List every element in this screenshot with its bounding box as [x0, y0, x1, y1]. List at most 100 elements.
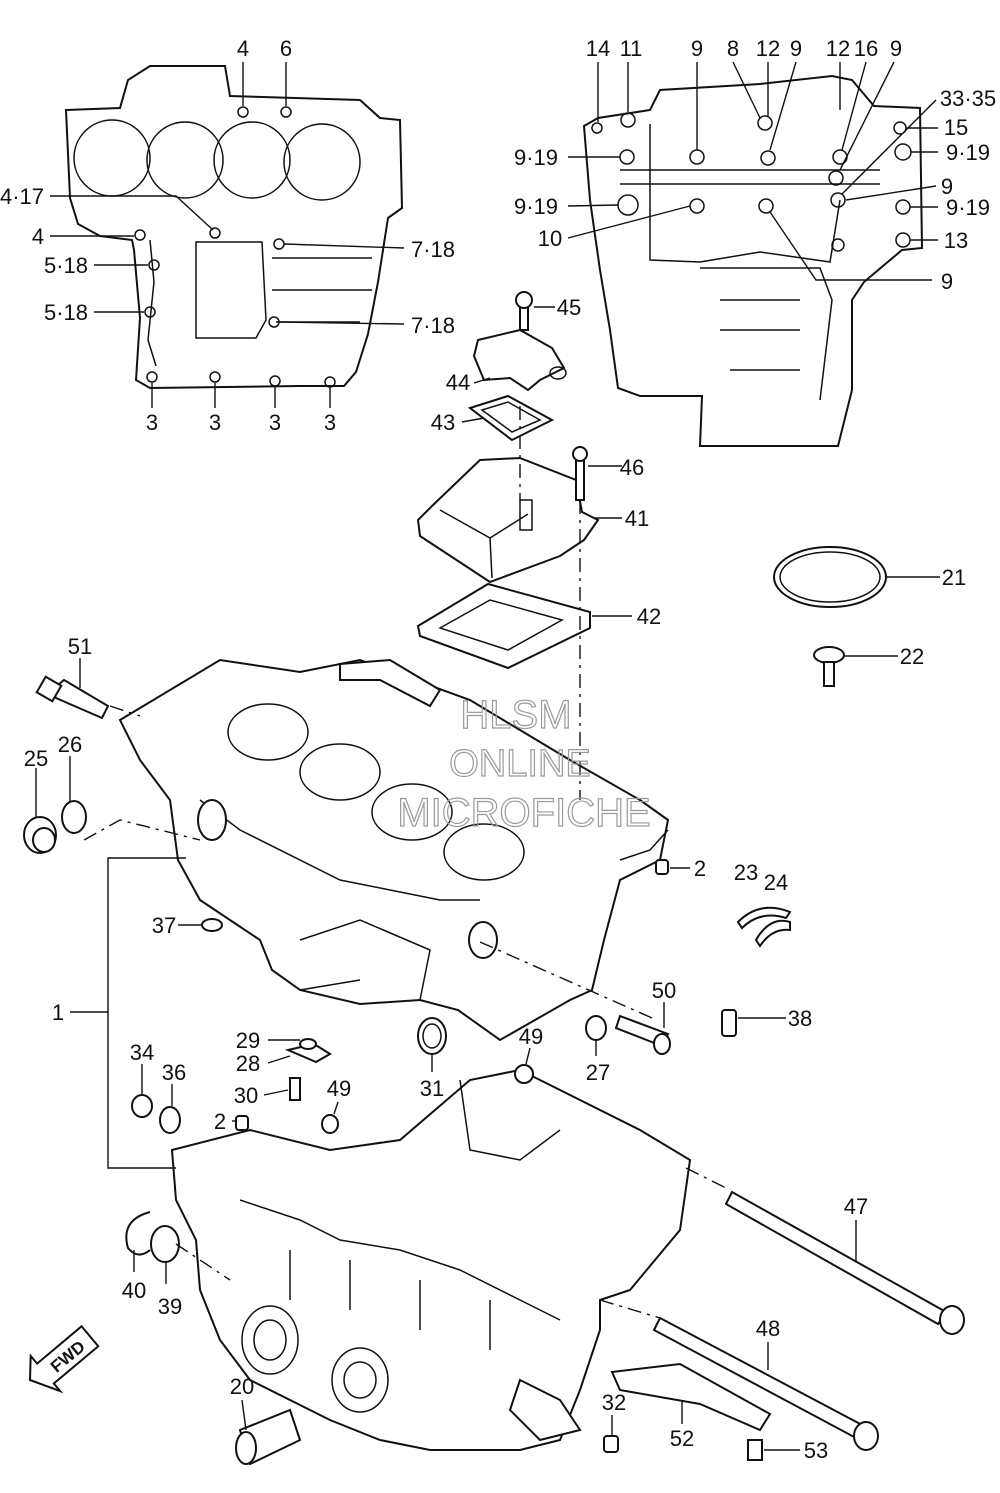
callout-23: 23 — [734, 860, 758, 885]
callout-8: 8 — [727, 36, 739, 61]
callout-43: 43 — [431, 410, 455, 435]
washer-49b — [321, 1114, 339, 1134]
crankcase-top-view — [64, 65, 404, 390]
callout-29: 29 — [236, 1028, 260, 1053]
callout-9: 9 — [941, 174, 953, 199]
crankcase-bottom-view — [582, 74, 924, 447]
callout-50: 50 — [652, 978, 676, 1003]
callout-44: 44 — [446, 370, 470, 395]
dowel-32 — [603, 1435, 619, 1453]
callout-9: 9 — [691, 36, 703, 61]
callout-7-18: 7·18 — [411, 313, 455, 338]
callout-20: 20 — [230, 1374, 254, 1399]
o-ring-26 — [61, 800, 87, 834]
callout-36: 36 — [162, 1060, 186, 1085]
callout-6: 6 — [280, 36, 292, 61]
callout-41: 41 — [625, 506, 649, 531]
callout-31: 31 — [420, 1076, 444, 1101]
breather-cover-group — [416, 291, 600, 670]
callout-53: 53 — [804, 1438, 828, 1463]
callout-27: 27 — [586, 1060, 610, 1085]
callout-labels: 4 6 4·17 4 5·18 5·18 7·18 7·18 3 3 3 3 1… — [0, 36, 996, 1463]
callout-38: 38 — [788, 1006, 812, 1031]
loose-parts — [23, 675, 965, 1466]
fwd-direction-badge: FWD — [28, 1324, 100, 1394]
callout-3: 3 — [209, 410, 221, 435]
seal-39 — [150, 1225, 180, 1263]
o-ring-37 — [201, 918, 223, 932]
callout-25: 25 — [24, 746, 48, 771]
callout-11: 11 — [620, 36, 643, 61]
callout-9-19: 9·19 — [514, 145, 558, 170]
callout-4: 4 — [237, 36, 249, 61]
callout-10: 10 — [538, 226, 562, 251]
watermark-line1: HLSM — [460, 693, 571, 737]
callout-9: 9 — [941, 269, 953, 294]
callout-49: 49 — [327, 1076, 351, 1101]
callout-22: 22 — [900, 644, 924, 669]
breather-cover-41 — [416, 456, 600, 584]
callout-9: 9 — [790, 36, 802, 61]
o-ring-21 — [773, 546, 887, 608]
callout-3: 3 — [269, 410, 281, 435]
callout-3: 3 — [146, 410, 158, 435]
plate-52 — [610, 1362, 772, 1432]
alignment-lines — [83, 406, 731, 1319]
callout-48: 48 — [756, 1316, 780, 1341]
o-ring-29 — [299, 1038, 317, 1050]
watermark-line2: ONLINE — [449, 743, 590, 785]
callout-13: 13 — [944, 228, 968, 253]
callout-39: 39 — [158, 1294, 182, 1319]
callout-24: 24 — [764, 870, 788, 895]
callout-5-18: 5·18 — [44, 300, 88, 325]
callout-2: 2 — [214, 1109, 226, 1134]
callout-12: 12 — [826, 36, 850, 61]
callout-9-19: 9·19 — [946, 195, 990, 220]
callout-9: 9 — [890, 36, 902, 61]
dowel-27 — [585, 1015, 607, 1041]
callout-5-18: 5·18 — [44, 253, 88, 278]
callout-26: 26 — [58, 732, 82, 757]
leader-lines — [35, 61, 940, 1451]
callout-33-35: 33·35 — [940, 86, 996, 111]
shim-23 — [736, 906, 792, 930]
callout-28: 28 — [236, 1051, 260, 1076]
callout-15: 15 — [944, 115, 968, 140]
bolt-30 — [289, 1077, 301, 1101]
callout-32: 32 — [602, 1390, 626, 1415]
callout-16: 16 — [854, 36, 878, 61]
callout-1: 1 — [52, 1000, 64, 1025]
o-ring-36 — [159, 1106, 181, 1134]
bolt-46 — [575, 455, 585, 501]
plug-34 — [131, 1094, 153, 1118]
fitting-38 — [721, 1009, 737, 1037]
washer-49a — [514, 1064, 534, 1084]
bolt-47 — [724, 1190, 948, 1326]
callout-51: 51 — [68, 634, 92, 659]
callout-21: 21 — [942, 565, 966, 590]
shim-24 — [754, 919, 791, 948]
callout-2: 2 — [694, 856, 706, 881]
callout-45: 45 — [557, 295, 581, 320]
callout-49: 49 — [519, 1024, 543, 1049]
callout-9-19: 9·19 — [946, 140, 990, 165]
callout-12: 12 — [756, 36, 780, 61]
callout-9-19: 9·19 — [514, 194, 558, 219]
callout-42: 42 — [637, 604, 661, 629]
upper-crankcase — [118, 658, 670, 1042]
callout-47: 47 — [844, 1194, 868, 1219]
callout-40: 40 — [122, 1278, 146, 1303]
callout-46: 46 — [620, 455, 644, 480]
circlip-40 — [125, 1211, 151, 1256]
callout-7-18: 7·18 — [411, 237, 455, 262]
callout-14: 14 — [586, 36, 610, 61]
bolt-53 — [747, 1439, 763, 1461]
gasket-42 — [416, 582, 591, 670]
callout-4: 4 — [32, 224, 44, 249]
callout-52: 52 — [670, 1426, 694, 1451]
watermark-line3: MICROFICHE — [397, 791, 650, 835]
screw-22 — [813, 646, 845, 664]
lower-crankcase — [170, 1068, 692, 1451]
callout-4-17: 4·17 — [0, 184, 44, 209]
